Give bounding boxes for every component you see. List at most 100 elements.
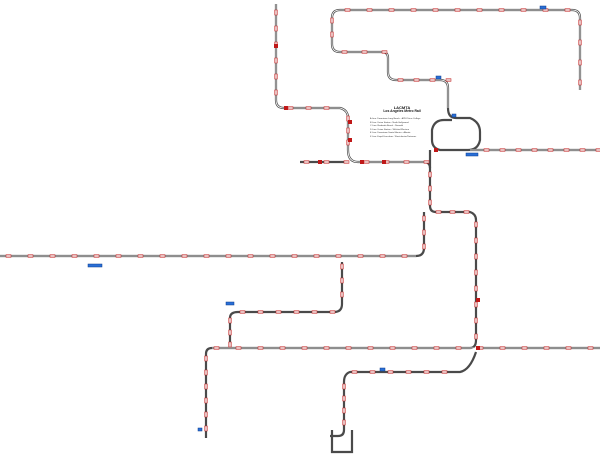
signal-block [360, 160, 364, 164]
station-marker [423, 370, 430, 374]
station-marker [587, 346, 594, 350]
station-marker [225, 254, 232, 258]
station-marker [344, 8, 351, 12]
station-marker [547, 148, 554, 152]
station-marker [515, 148, 522, 152]
station-marker [345, 346, 352, 350]
station-marker [330, 17, 334, 24]
station-marker [578, 39, 582, 46]
station-marker [159, 254, 166, 258]
station-marker [343, 160, 350, 164]
track-segment-loop [330, 430, 354, 454]
station-marker [422, 215, 426, 222]
station-marker [565, 346, 572, 350]
station-marker [330, 31, 334, 38]
station-marker [578, 59, 582, 66]
station-marker [381, 50, 388, 54]
depot-marker [465, 152, 479, 157]
station-marker [279, 346, 286, 350]
station-marker [387, 370, 394, 374]
station-marker [474, 333, 478, 340]
station-marker [423, 160, 430, 164]
station-marker [405, 370, 412, 374]
station-marker [204, 411, 208, 418]
station-marker [401, 254, 408, 258]
signal-block [348, 120, 352, 124]
station-marker [388, 8, 395, 12]
station-marker [137, 254, 144, 258]
station-marker [323, 346, 330, 350]
station-marker [274, 89, 278, 96]
station-marker [329, 310, 336, 314]
station-marker [342, 419, 346, 426]
station-marker [435, 210, 442, 214]
station-marker [403, 160, 410, 164]
station-marker [274, 25, 278, 32]
station-marker [543, 346, 550, 350]
station-marker [579, 148, 586, 152]
station-marker [432, 8, 439, 12]
note-line: C Line: Redondo Beach - Norwalk [370, 125, 404, 128]
station-marker [433, 346, 440, 350]
depot-marker [435, 75, 442, 80]
note-line: E Line: Downtown Santa Monica - Atlantic [370, 132, 411, 135]
track-segment-north-west [274, 4, 432, 169]
station-marker [341, 50, 348, 54]
stations-layer [5, 8, 600, 432]
title-line-2: Los Angeles Metro Rail [383, 109, 421, 114]
station-marker [474, 253, 478, 260]
station-marker [204, 397, 208, 404]
station-marker [204, 369, 208, 376]
station-marker [303, 160, 310, 164]
station-marker [340, 291, 344, 298]
station-marker [351, 370, 358, 374]
signal-block [348, 138, 352, 142]
station-marker [474, 317, 478, 324]
station-marker [346, 127, 350, 134]
station-marker [531, 148, 538, 152]
station-marker [389, 346, 396, 350]
station-marker [239, 310, 246, 314]
signal-block [476, 346, 480, 350]
title-line-1: LACMTA [393, 105, 411, 110]
depot-marker [451, 113, 457, 118]
station-marker [49, 254, 56, 258]
station-marker [521, 346, 528, 350]
station-marker [93, 254, 100, 258]
station-marker [5, 254, 12, 258]
station-marker [422, 243, 426, 250]
station-marker [342, 395, 346, 402]
depot-marker [225, 301, 235, 306]
station-marker [410, 8, 417, 12]
station-marker [27, 254, 34, 258]
station-marker [301, 346, 308, 350]
depots-layer [87, 5, 547, 432]
station-marker [228, 317, 232, 324]
station-marker [228, 329, 232, 336]
signal-block [274, 44, 278, 48]
note-line: B Line: Union Station - North Hollywood [370, 121, 409, 124]
station-marker [235, 346, 242, 350]
station-marker [379, 254, 386, 258]
station-marker [428, 185, 432, 192]
station-marker [499, 148, 506, 152]
station-marker [257, 310, 264, 314]
station-marker [428, 171, 432, 178]
diagram-title: LACMTA Los Angeles Metro Rail [362, 105, 442, 114]
station-marker [422, 229, 426, 236]
station-marker [340, 277, 344, 284]
signal-block [434, 148, 438, 152]
station-marker [428, 199, 432, 206]
station-marker [204, 355, 208, 362]
station-marker [342, 407, 346, 414]
signal-block [284, 106, 288, 110]
line-notes: A Line: Downtown Long Beach - APU/Citrus… [370, 118, 450, 140]
station-marker [429, 78, 436, 82]
station-marker [474, 237, 478, 244]
station-marker [397, 78, 404, 82]
station-marker [361, 50, 368, 54]
station-marker [274, 57, 278, 64]
station-marker [455, 346, 462, 350]
signal-block [382, 160, 386, 164]
